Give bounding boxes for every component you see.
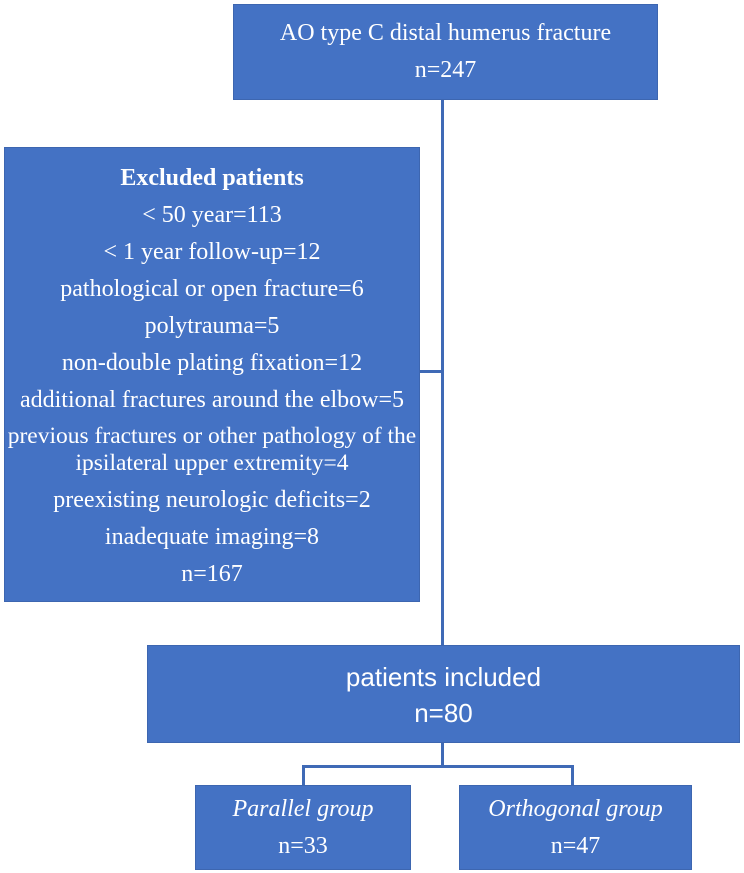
connector-main-vertical bbox=[441, 100, 444, 645]
box-parallel-group: Parallel group n=33 bbox=[195, 785, 411, 870]
excluded-item: < 1 year follow-up=12 bbox=[103, 239, 321, 265]
excluded-item: polytrauma=5 bbox=[144, 313, 280, 339]
excluded-total-count: n=167 bbox=[181, 561, 243, 587]
total-cohort-label: AO type C distal humerus fracture bbox=[279, 20, 612, 46]
orthogonal-group-label: Orthogonal group bbox=[488, 796, 663, 822]
box-orthogonal-group: Orthogonal group n=47 bbox=[459, 785, 692, 870]
parallel-group-label: Parallel group bbox=[232, 796, 374, 822]
parallel-group-count: n=33 bbox=[278, 833, 328, 859]
excluded-item: pathological or open fracture=6 bbox=[60, 276, 364, 302]
total-cohort-count: n=247 bbox=[414, 57, 477, 83]
included-count: n=80 bbox=[414, 698, 473, 728]
excluded-item: < 50 year=113 bbox=[142, 202, 282, 228]
connector-excluded-horizontal bbox=[419, 370, 442, 373]
excluded-title: Excluded patients bbox=[120, 165, 304, 191]
excluded-item: inadequate imaging=8 bbox=[104, 524, 320, 550]
connector-included-stem bbox=[441, 743, 444, 768]
excluded-item: previous fractures or other pathology of… bbox=[7, 423, 417, 476]
connector-drop-orthogonal bbox=[571, 765, 574, 786]
connector-drop-parallel bbox=[302, 765, 305, 786]
excluded-item: preexisting neurologic deficits=2 bbox=[53, 487, 371, 513]
box-patients-included: patients included n=80 bbox=[147, 645, 740, 743]
box-total-cohort: AO type C distal humerus fracture n=247 bbox=[233, 4, 658, 100]
excluded-item: non-double plating fixation=12 bbox=[61, 350, 363, 376]
connector-split-bar bbox=[302, 765, 574, 768]
included-label: patients included bbox=[345, 662, 542, 692]
box-excluded-patients: Excluded patients < 50 year=113 < 1 year… bbox=[4, 147, 420, 602]
orthogonal-group-count: n=47 bbox=[550, 833, 601, 859]
excluded-item: additional fractures around the elbow=5 bbox=[19, 387, 405, 413]
